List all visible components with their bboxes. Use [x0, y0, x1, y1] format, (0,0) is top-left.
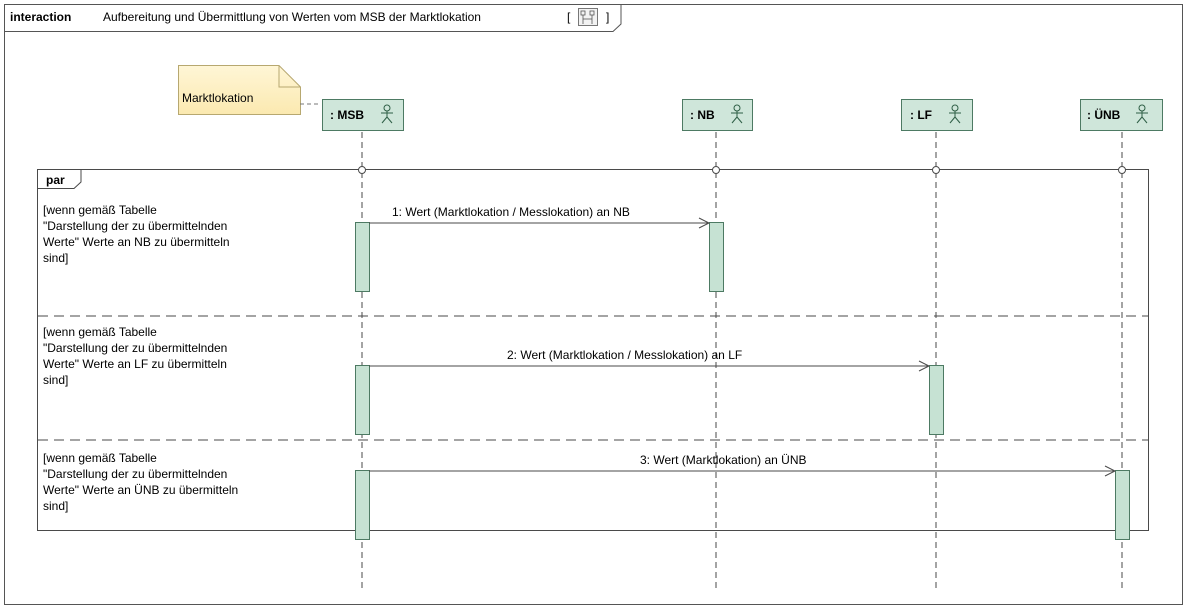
activation-msb-1[interactable]	[355, 222, 370, 292]
lifeline-marker	[712, 166, 720, 174]
activation-uenb-3[interactable]	[1115, 470, 1130, 540]
actor-icon	[731, 104, 743, 124]
frame-tab	[4, 4, 622, 32]
activation-nb-1[interactable]	[709, 222, 724, 292]
message-3[interactable]: 3: Wert (Marktlokation) an ÜNB	[369, 453, 1117, 477]
lifeline-uenb[interactable]: : ÜNB	[1080, 99, 1163, 131]
actor-icon	[381, 104, 393, 124]
lifeline-nb-label: : NB	[690, 108, 715, 122]
par-operator: par	[46, 173, 65, 187]
frame-bracket-close: ]	[606, 10, 609, 24]
activation-msb-3[interactable]	[355, 470, 370, 540]
note-text: Marktlokation	[182, 91, 253, 105]
message-2[interactable]: 2: Wert (Marktlokation / Messlokation) a…	[369, 348, 931, 372]
guard-lf: [wenn gemäß Tabelle "Darstellung der zu …	[43, 325, 231, 387]
lifeline-marker	[1118, 166, 1126, 174]
guard-nb: [wenn gemäß Tabelle "Darstellung der zu …	[43, 203, 233, 265]
frame-keyword: interaction	[10, 10, 71, 24]
frame-bracket-open: [	[567, 10, 571, 24]
lifeline-lf[interactable]: : LF	[901, 99, 973, 131]
note[interactable]: Marktlokation	[178, 65, 301, 115]
lifeline-msb-label: : MSB	[330, 108, 364, 122]
actor-icon	[949, 104, 961, 124]
lifeline-nb[interactable]: : NB	[682, 99, 753, 131]
lifeline-msb[interactable]: : MSB	[322, 99, 404, 131]
lifeline-marker	[358, 166, 366, 174]
message-1[interactable]: 1: Wert (Marktlokation / Messlokation) a…	[369, 205, 711, 229]
activation-msb-2[interactable]	[355, 365, 370, 435]
lifeline-uenb-label: : ÜNB	[1087, 107, 1121, 122]
par-tab	[37, 169, 82, 189]
activation-lf-2[interactable]	[929, 365, 944, 435]
actor-icon	[1136, 104, 1148, 124]
par-fragment[interactable]	[37, 169, 1149, 531]
lifeline-lf-label: : LF	[910, 108, 932, 122]
message-2-label: 2: Wert (Marktlokation / Messlokation) a…	[507, 348, 742, 362]
guard-uenb: [wenn gemäß Tabelle "Darstellung der zu …	[43, 451, 242, 513]
note-fold	[278, 65, 301, 88]
lifeline-marker	[932, 166, 940, 174]
message-3-label: 3: Wert (Marktlokation) an ÜNB	[640, 453, 807, 467]
message-1-label: 1: Wert (Marktlokation / Messlokation) a…	[392, 205, 630, 219]
diagram-icon[interactable]	[578, 8, 598, 26]
frame-title: Aufbereitung und Übermittlung von Werten…	[103, 10, 481, 24]
note-shape	[178, 65, 301, 115]
